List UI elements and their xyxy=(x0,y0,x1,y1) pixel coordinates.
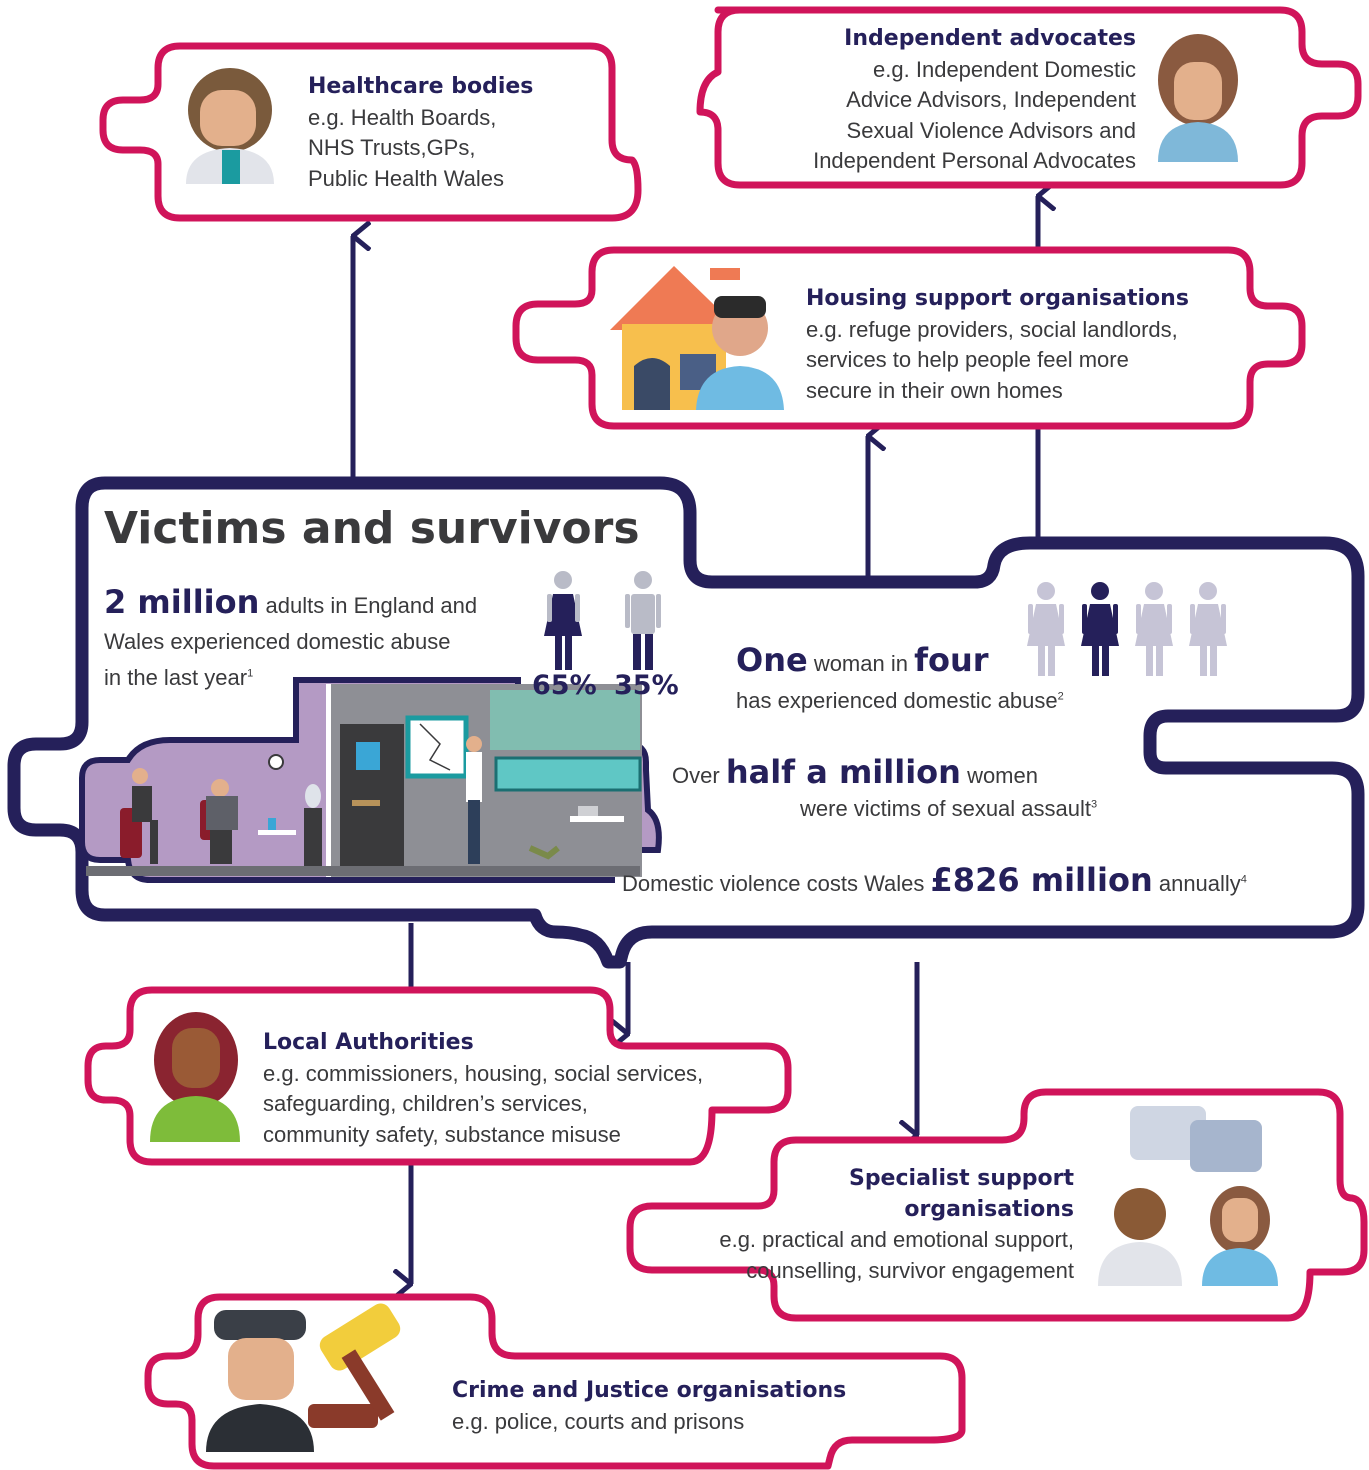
stat-2-million: 2 million adults in England and Wales ex… xyxy=(104,584,477,696)
support-workers-icon xyxy=(1098,1106,1278,1286)
crime-text: Crime and Justice organisations e.g. pol… xyxy=(452,1376,846,1437)
victims-title: Victims and survivors xyxy=(104,503,640,554)
female-figure-icon xyxy=(544,571,582,670)
specialist-title-a: Specialist support xyxy=(848,1166,1074,1191)
housing-line-3: secure in their own homes xyxy=(806,377,1063,403)
house-icon xyxy=(610,266,784,410)
advocates-line-2: Advice Advisors, Independent xyxy=(846,87,1136,112)
local-line-2: safeguarding, children’s services, xyxy=(263,1091,588,1116)
stat-2-million-number: 2 million xyxy=(104,583,260,621)
council-worker-icon xyxy=(150,1012,240,1142)
housing-line-2: services to help people feel more xyxy=(806,347,1129,372)
advocate-icon xyxy=(1158,34,1238,162)
male-figure-icon xyxy=(625,571,661,670)
stat-826-million: Domestic violence costs Wales £826 milli… xyxy=(622,858,1247,906)
specialist-text: Specialist support organisations e.g. pr… xyxy=(640,1164,1074,1286)
housing-line-1: e.g. refuge providers, social landlords, xyxy=(806,316,1178,342)
one-in-four-figures xyxy=(1027,582,1227,676)
stat-one-mid: woman in xyxy=(813,651,908,676)
stat-half-million-post: women xyxy=(967,763,1038,788)
stat-2-million-text-b: Wales experienced domestic abuse xyxy=(104,629,451,654)
ref-2: 2 xyxy=(1057,690,1064,703)
stat-one-in-four: One woman in four xyxy=(736,640,989,684)
local-line-1: e.g. commissioners, housing, social serv… xyxy=(263,1060,704,1086)
ref-3: 3 xyxy=(1091,798,1098,811)
stat-half-million-pre: Over xyxy=(672,763,720,788)
healthcare-line-1: e.g. Health Boards, xyxy=(308,104,497,130)
stat-half-million: Over half a million women xyxy=(672,752,1038,796)
woman-figure-highlighted xyxy=(1081,582,1119,676)
stat-half-million-text: were victims of sexual assault xyxy=(800,796,1091,821)
connectors xyxy=(350,196,1038,1284)
specialist-line-2: counselling, survivor engagement xyxy=(746,1257,1074,1283)
stat-826-post: annually xyxy=(1158,871,1241,896)
specialist-line-1: e.g. practical and emotional support, xyxy=(719,1227,1074,1252)
stat-one-word: One xyxy=(736,641,808,679)
advocates-line-3: Sexual Violence Advisors and xyxy=(846,117,1136,143)
local-text: Local Authorities e.g. commissioners, ho… xyxy=(263,1028,703,1150)
local-line-3: community safety, substance misuse xyxy=(263,1121,621,1147)
specialist-title-b: organisations xyxy=(904,1196,1074,1222)
local-outline xyxy=(84,986,792,1166)
male-percent: 35% xyxy=(614,670,679,701)
stat-half-million-line2: were victims of sexual assault3 xyxy=(800,796,1097,822)
female-percent: 65% xyxy=(532,670,597,701)
healthcare-line-3: Public Health Wales xyxy=(308,165,505,191)
advocates-line-1: e.g. Independent Domestic xyxy=(873,56,1136,82)
woman-figure xyxy=(1135,582,1173,676)
crime-line-1: e.g. police, courts and prisons xyxy=(452,1408,745,1434)
housing-text: Housing support organisations e.g. refug… xyxy=(806,284,1189,406)
stat-2-million-text-c: in the last year xyxy=(104,665,248,690)
advocates-title: Independent advocates xyxy=(844,26,1136,51)
stat-826-number: £826 million xyxy=(930,861,1153,899)
doctor-icon xyxy=(186,68,274,184)
scene-illustration xyxy=(79,677,662,883)
healthcare-title: Healthcare bodies xyxy=(308,74,534,99)
woman-figure xyxy=(1189,582,1227,676)
stat-one-in-four-text: has experienced domestic abuse xyxy=(736,688,1058,713)
local-title: Local Authorities xyxy=(263,1030,474,1055)
stat-2-million-text-a: adults in England and xyxy=(265,593,478,618)
ref-4: 4 xyxy=(1240,873,1247,886)
crime-title: Crime and Justice organisations xyxy=(452,1378,847,1403)
stat-one-in-four-line2: has experienced domestic abuse2 xyxy=(736,688,1064,714)
healthcare-line-2: NHS Trusts,GPs, xyxy=(308,135,476,160)
healthcare-text: Healthcare bodies e.g. Health Boards, NH… xyxy=(308,72,533,194)
stat-four-word: four xyxy=(914,641,989,679)
ref-1: 1 xyxy=(247,667,254,680)
housing-title: Housing support organisations xyxy=(806,286,1189,311)
police-gavel-icon xyxy=(206,1303,401,1452)
advocates-line-4: Independent Personal Advocates xyxy=(813,148,1136,173)
stat-826-pre: Domestic violence costs Wales xyxy=(622,871,925,896)
stat-half-million-number: half a million xyxy=(725,753,961,791)
advocates-text: Independent advocates e.g. Independent D… xyxy=(740,24,1136,177)
woman-figure xyxy=(1027,582,1065,676)
